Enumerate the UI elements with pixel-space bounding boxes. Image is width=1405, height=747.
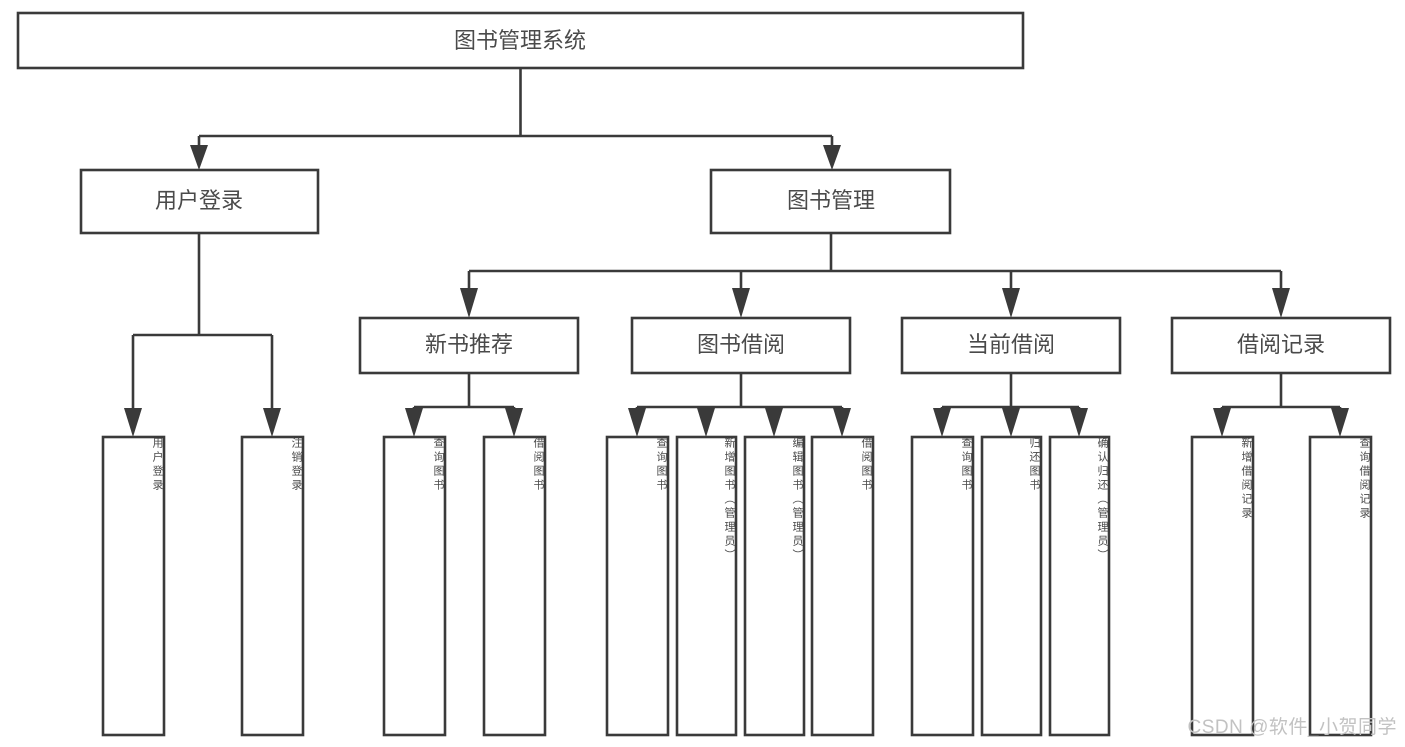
node-root-label: 图书管理系统 [454, 28, 586, 53]
node-book-borrow-label: 图书借阅 [697, 332, 785, 357]
leaf-box-borrow-lend[interactable] [810, 435, 875, 737]
node-current-borrow[interactable]: 当前借阅 [900, 316, 1122, 375]
connector-user-login-to-leaves [124, 233, 281, 437]
leaf-box-current-confirm[interactable] [1048, 435, 1111, 737]
node-new-book-recommend-label: 新书推荐 [425, 332, 513, 357]
leaf-box-current-return[interactable] [980, 435, 1043, 737]
leaf-boxes-current-borrow [910, 435, 1111, 737]
leaf-box-record-query[interactable] [1308, 435, 1373, 737]
node-current-borrow-label: 当前借阅 [967, 332, 1055, 357]
node-borrow-record[interactable]: 借阅记录 [1170, 316, 1392, 375]
connector-root-to-level2 [190, 68, 841, 170]
connector-level2-book-to-level3 [460, 233, 1290, 318]
leaf-box-user-login-logout[interactable] [240, 435, 305, 737]
leaf-box-user-login-login[interactable] [101, 435, 166, 737]
leaf-boxes-new-book-recommend [382, 435, 547, 737]
leaf-box-borrow-edit[interactable] [743, 435, 806, 737]
node-user-login-label: 用户登录 [155, 188, 243, 213]
node-new-book-recommend[interactable]: 新书推荐 [358, 316, 580, 375]
node-book-management[interactable]: 图书管理 [709, 168, 952, 235]
leaf-box-new-book-query[interactable] [382, 435, 447, 737]
node-borrow-record-label: 借阅记录 [1237, 332, 1325, 357]
leaf-box-borrow-add[interactable] [675, 435, 738, 737]
connector-current-borrow-to-leaves [933, 373, 1088, 437]
leaf-boxes-book-borrow [605, 435, 875, 737]
connector-borrow-record-to-leaves [1213, 373, 1349, 437]
leaf-box-borrow-query[interactable] [605, 435, 670, 737]
leaf-boxes-borrow-record [1190, 435, 1373, 737]
node-book-borrow[interactable]: 图书借阅 [630, 316, 852, 375]
leaf-box-current-query[interactable] [910, 435, 975, 737]
node-root[interactable]: 图书管理系统 [16, 11, 1025, 70]
leaf-box-record-add[interactable] [1190, 435, 1255, 737]
node-user-login[interactable]: 用户登录 [79, 168, 320, 235]
node-book-management-label: 图书管理 [787, 188, 875, 213]
connector-book-borrow-to-leaves [628, 373, 851, 437]
connector-new-book-to-leaves [405, 373, 523, 437]
csdn-watermark: CSDN @软件_小贺同学 [1187, 717, 1397, 738]
leaf-box-new-book-borrow[interactable] [482, 435, 547, 737]
leaf-boxes-user-login [101, 435, 305, 737]
